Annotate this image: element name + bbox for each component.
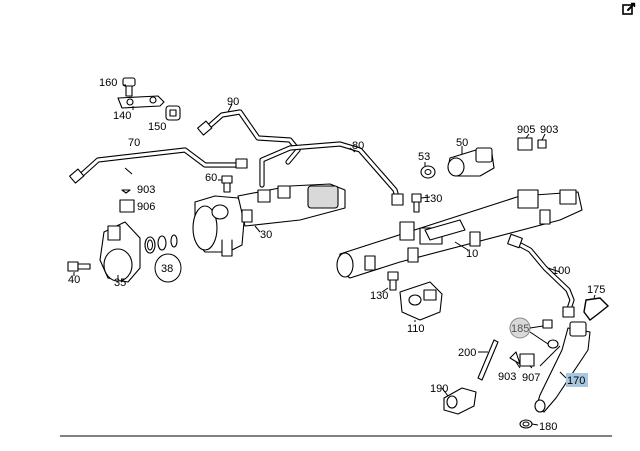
part-903-pin-top[interactable] [537,139,547,149]
callout-40[interactable]: 40 [68,274,80,286]
callout-60[interactable]: 60 [205,172,217,184]
callout-38[interactable]: 38 [161,263,173,275]
part-170-injector[interactable] [534,321,591,413]
callout-170[interactable]: 170 [567,375,585,387]
pipe-80[interactable] [259,141,404,206]
callout-175[interactable]: 175 [587,284,605,296]
part-35-sensor[interactable] [99,221,141,283]
callout-903-lower[interactable]: 903 [498,371,516,383]
callout-100[interactable]: 100 [552,265,570,277]
part-30-high-pressure-pump[interactable] [192,183,346,257]
part-907-connector[interactable] [519,353,535,367]
callout-907[interactable]: 907 [522,372,540,384]
part-906-connector[interactable] [119,199,135,213]
callout-903-left[interactable]: 903 [137,184,155,196]
callout-906[interactable]: 906 [137,201,155,213]
highlight-170 [566,373,588,387]
part-175-clamp[interactable] [583,297,610,321]
pipe-70[interactable] [69,147,248,184]
part-190-clamp[interactable] [443,387,477,415]
part-185-nut[interactable] [509,317,559,349]
callout-90[interactable]: 90 [227,96,239,108]
part-110-bracket[interactable] [399,281,443,321]
part-130-screw-lower[interactable] [387,271,399,291]
callout-30[interactable]: 30 [260,229,272,241]
callout-150[interactable]: 150 [148,121,166,133]
callout-190[interactable]: 190 [430,383,448,395]
part-905-plug[interactable] [517,137,533,151]
callout-80[interactable]: 80 [352,140,364,152]
part-53-washer[interactable] [420,165,436,179]
callout-130-lower[interactable]: 130 [370,290,388,302]
part-150-clip[interactable] [165,105,181,121]
callout-70[interactable]: 70 [128,137,140,149]
part-140-bracket[interactable] [117,95,165,109]
part-60-bolt[interactable] [221,175,233,193]
callout-200[interactable]: 200 [458,347,476,359]
callout-35[interactable]: 35 [114,277,126,289]
callout-53[interactable]: 53 [418,151,430,163]
part-10-fuel-rail[interactable] [336,189,583,279]
callout-50[interactable]: 50 [456,137,468,149]
edit-external-icon[interactable] [622,2,636,16]
callout-140[interactable]: 140 [113,110,131,122]
part-903-pin-lower[interactable] [509,351,521,365]
callout-10[interactable]: 10 [466,248,478,260]
part-50-pressure-sensor[interactable] [447,147,495,177]
part-160-bolt[interactable] [122,77,136,97]
callout-185[interactable]: 185 [511,323,529,335]
part-38-seal-ring[interactable] [144,234,182,283]
callout-903-top[interactable]: 903 [540,124,558,136]
callout-905[interactable]: 905 [517,124,535,136]
part-903-pin[interactable] [121,189,131,194]
callout-110[interactable]: 110 [407,323,425,335]
part-40-bolt[interactable] [67,261,91,272]
callout-160[interactable]: 160 [99,77,117,89]
part-180-seal[interactable] [519,419,533,429]
pipe-100[interactable] [507,233,575,318]
pipe-90[interactable] [197,109,301,165]
part-200-stud[interactable] [477,339,499,381]
callout-180[interactable]: 180 [539,421,557,433]
part-130-screw[interactable] [411,193,422,213]
callout-130-top[interactable]: 130 [424,193,442,205]
